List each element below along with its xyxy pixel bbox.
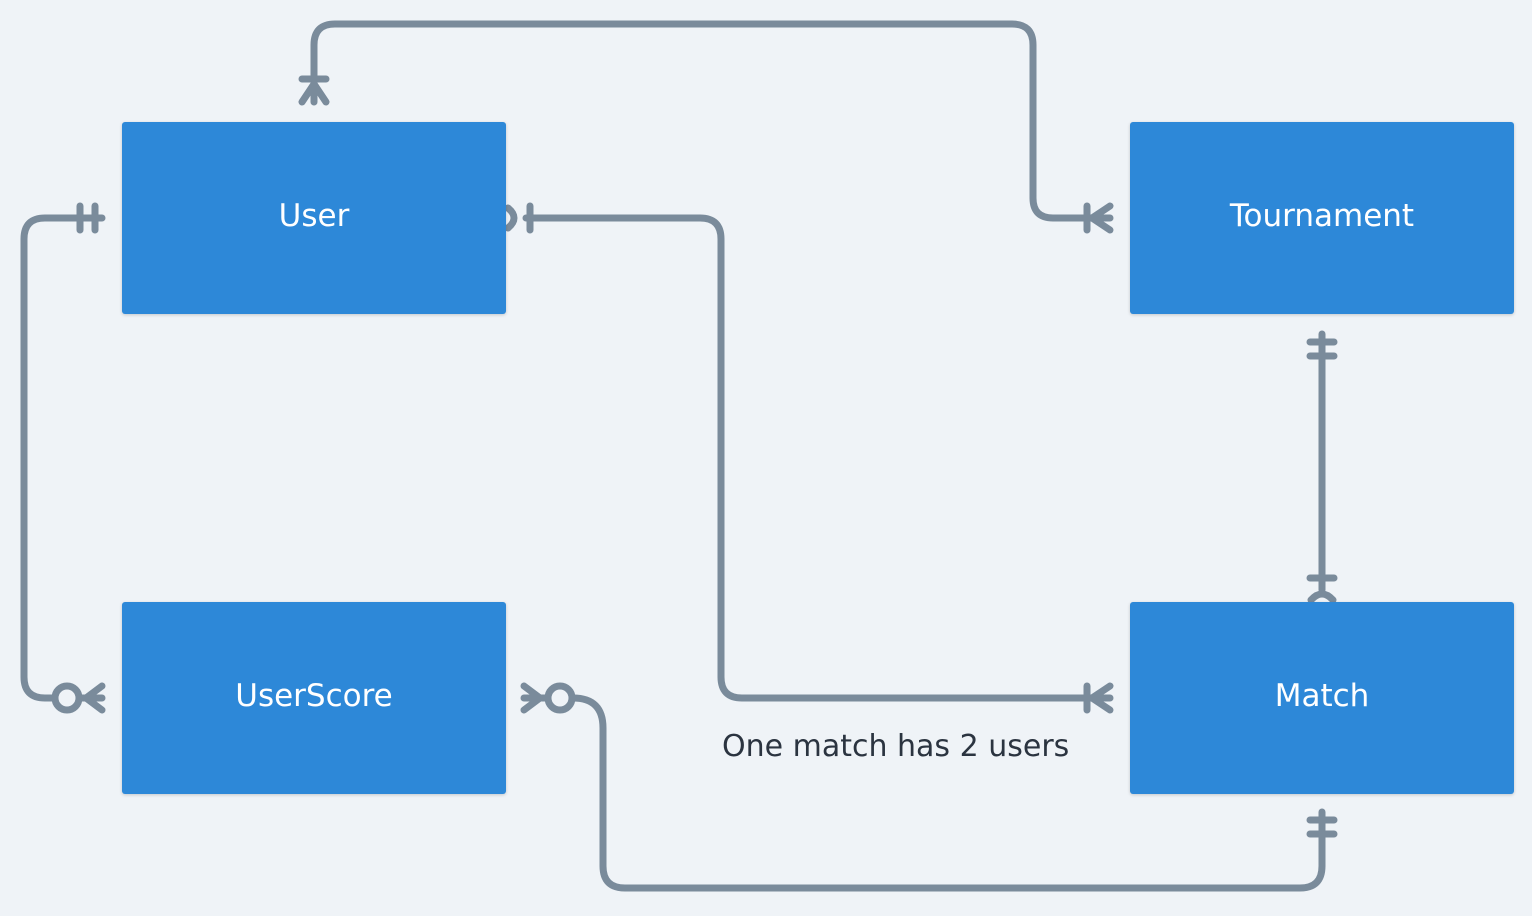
entity-match[interactable]: Match (1130, 602, 1514, 794)
entity-tournament[interactable]: Tournament (1130, 122, 1514, 314)
relationship-userscore-match[interactable] (520, 682, 1338, 892)
entity-user[interactable]: User (122, 122, 506, 314)
relationship-tournament-match[interactable] (1306, 330, 1338, 604)
entity-userscore-label: UserScore (235, 678, 393, 714)
entity-userscore[interactable]: UserScore (122, 602, 506, 794)
relationship-user-userscore[interactable] (20, 202, 106, 714)
relationship-annotation: One match has 2 users (722, 729, 1070, 764)
entity-tournament-label: Tournament (1229, 198, 1415, 234)
relationship-user-tournament[interactable] (298, 20, 1114, 234)
entity-match-label: Match (1274, 678, 1370, 714)
relationship-user-match[interactable] (504, 202, 1114, 714)
entity-user-label: User (278, 198, 350, 234)
